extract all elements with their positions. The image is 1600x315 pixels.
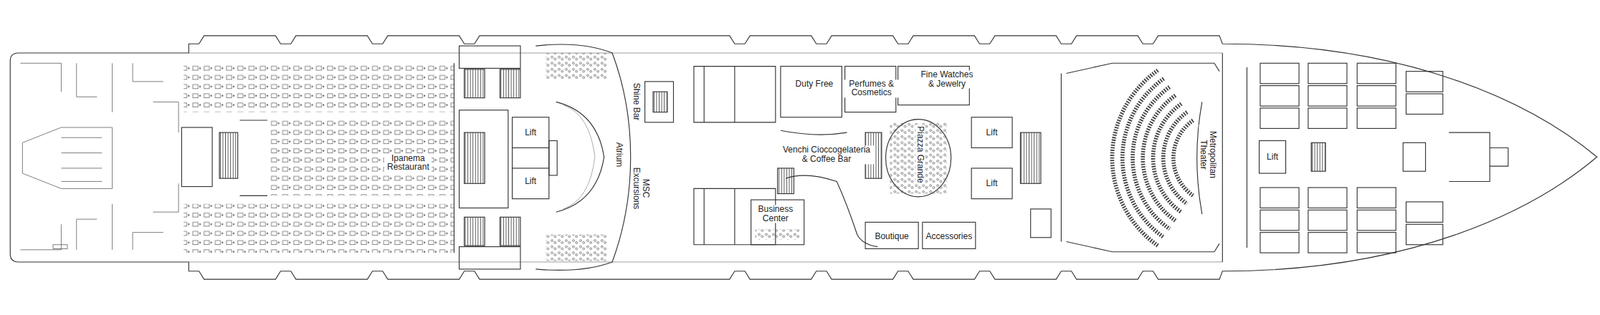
shop-area xyxy=(645,66,976,250)
room-label: Lift xyxy=(1265,152,1280,163)
room-label: Fine Watches & Jewelry xyxy=(918,70,975,89)
room-label: Lift xyxy=(984,128,1000,138)
room-label: Lift xyxy=(984,179,1000,189)
room-label: Lift xyxy=(523,177,538,187)
bow-bulkhead xyxy=(1222,53,1247,263)
theater-walls xyxy=(1060,63,1220,252)
room-label: Perfumes & Cosmetics xyxy=(843,79,901,98)
theater-seating xyxy=(1111,70,1193,246)
room-label: Venchi Cioccogelateria & Coffee Bar xyxy=(778,146,876,165)
restaurant-area xyxy=(181,63,454,254)
room-label: Accessories xyxy=(924,232,974,242)
room-label: Shine Bar xyxy=(632,81,642,123)
room-label: Duty Free xyxy=(794,78,836,89)
room-label: Ipanema Restaurant xyxy=(384,154,432,173)
stern-area xyxy=(20,63,179,251)
atrium xyxy=(535,44,631,271)
room-label: Metropolitan Theater xyxy=(1199,124,1218,185)
lift-shafts xyxy=(971,117,1051,238)
ship-drawing xyxy=(10,35,1597,280)
room-label: Piazza Grande xyxy=(916,125,926,185)
room-label: Business Center xyxy=(753,205,798,223)
room-label: Atrium xyxy=(615,141,625,170)
room-label: Lift xyxy=(523,128,538,138)
room-label: Boutique xyxy=(873,232,910,242)
cabins xyxy=(1259,63,1509,254)
room-label: MSC Excursions xyxy=(631,165,650,212)
stair-core xyxy=(459,45,521,270)
lift-shafts xyxy=(512,117,558,200)
hull-outline xyxy=(10,35,1597,280)
